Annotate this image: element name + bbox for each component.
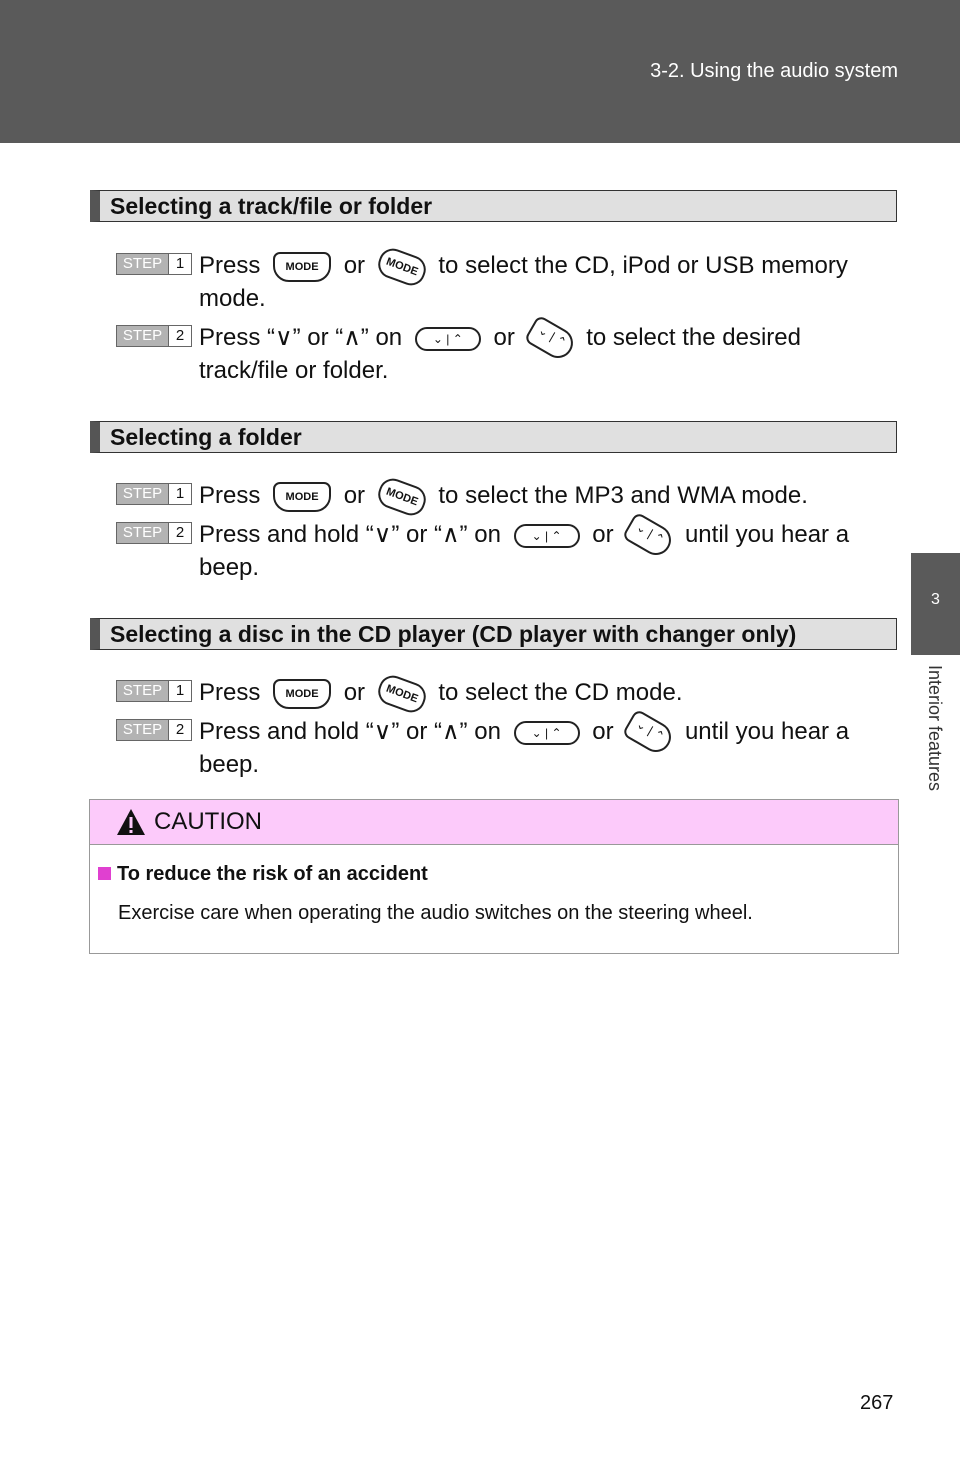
caution-header: CAUTION — [90, 800, 898, 845]
steering-seek-button-icon: ⌄ | ⌃ — [523, 314, 578, 364]
seek-button-icon: ⌄ | ⌃ — [414, 326, 481, 351]
caution-title: CAUTION — [154, 808, 262, 835]
bullet-square-icon — [98, 867, 111, 880]
page-number: 267 — [860, 1392, 894, 1414]
steering-seek-button-icon: ⌄ | ⌃ — [621, 511, 677, 561]
breadcrumb: 3-2. Using the audio system — [650, 60, 898, 82]
section-heading: Selecting a folder — [90, 421, 897, 453]
mode-button-icon: MODE — [273, 251, 332, 282]
section-title: Selecting a track/file or folder — [110, 193, 433, 219]
section-title: Selecting a folder — [110, 424, 302, 450]
mode-button-icon: MODE — [273, 481, 332, 512]
warning-triangle-icon — [117, 809, 145, 835]
chapter-tab: 3 — [911, 553, 960, 655]
steering-seek-button-icon: ⌄ | ⌃ — [621, 708, 677, 758]
section-heading: Selecting a disc in the CD player (CD pl… — [90, 618, 897, 650]
steering-mode-button-icon: MODE — [374, 474, 430, 519]
caution-subtitle: To reduce the risk of an accident — [98, 863, 428, 886]
section-title: Selecting a disc in the CD player (CD pl… — [110, 621, 797, 647]
steering-mode-button-icon: MODE — [374, 671, 430, 716]
header-band: 3-2. Using the audio system — [0, 0, 960, 143]
caution-box: CAUTION To reduce the risk of an acciden… — [89, 799, 899, 954]
section-heading: Selecting a track/file or folder — [90, 190, 897, 222]
step-text: Press MODE or MODE to select the CD, iPo… — [199, 244, 892, 315]
chapter-label: Interior features — [925, 665, 945, 792]
chapter-number: 3 — [931, 591, 940, 608]
step-text: Press and hold “∨” or “∧” on ⌄ | ⌃ or ⌄ … — [199, 511, 892, 584]
caution-body: Exercise care when operating the audio s… — [118, 902, 753, 924]
steering-mode-button-icon: MODE — [374, 244, 430, 289]
step-text: Press MODE or MODE to select the MP3 and… — [199, 474, 892, 519]
seek-button-icon: ⌄ | ⌃ — [513, 523, 580, 548]
step-text: Press “∨” or “∧” on ⌄ | ⌃ or ⌄ | ⌃ to se… — [199, 314, 892, 387]
mode-button-icon: MODE — [273, 678, 332, 709]
seek-button-icon: ⌄ | ⌃ — [513, 720, 580, 745]
step-text: Press MODE or MODE to select the CD mode… — [199, 671, 892, 716]
step-text: Press and hold “∨” or “∧” on ⌄ | ⌃ or ⌄ … — [199, 708, 892, 781]
